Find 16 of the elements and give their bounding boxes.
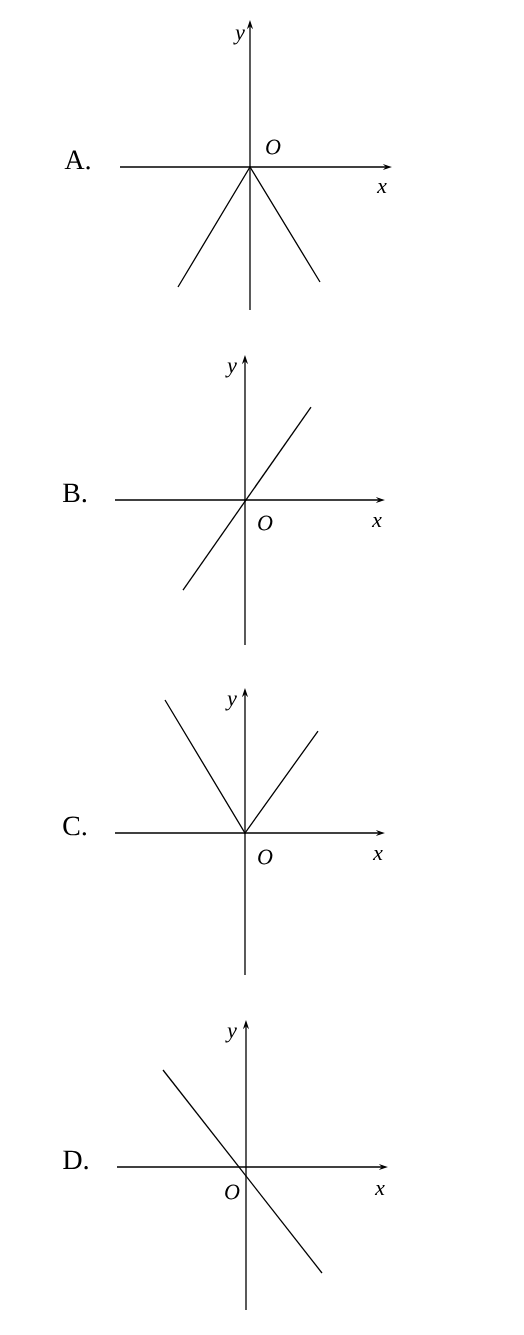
origin-label: O bbox=[266, 139, 281, 155]
origin-label: O bbox=[225, 1184, 240, 1200]
origin-label: O bbox=[258, 515, 273, 531]
axis-label: x bbox=[376, 182, 387, 194]
option-label: B. bbox=[62, 483, 86, 503]
option-label: C. bbox=[63, 816, 86, 836]
axis-label: y bbox=[225, 695, 237, 711]
axis-label: x bbox=[374, 1184, 385, 1196]
origin-label: O bbox=[258, 849, 273, 865]
option-label: A. bbox=[64, 150, 90, 170]
axis-label: x bbox=[371, 516, 382, 528]
option-label: D. bbox=[63, 1150, 88, 1170]
axis-label: y bbox=[225, 362, 237, 378]
axis-label: y bbox=[225, 1027, 237, 1043]
axis-label: x bbox=[372, 849, 383, 861]
axis-label: y bbox=[233, 29, 245, 45]
